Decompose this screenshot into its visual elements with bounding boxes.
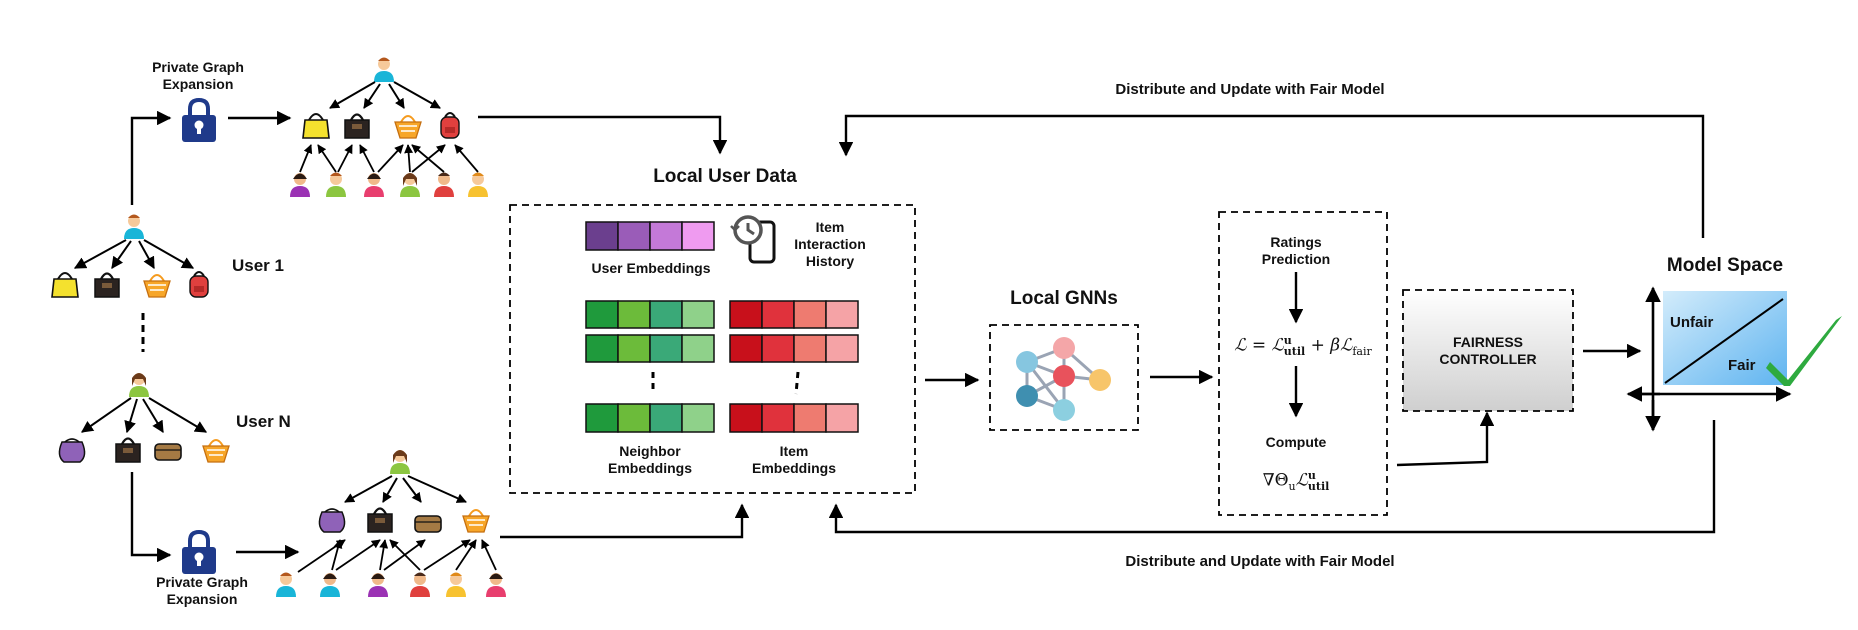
handbag-icon (462, 509, 490, 533)
handbag-icon (343, 113, 371, 140)
compute-label: Compute (1265, 434, 1327, 450)
user-embedding-bar (585, 221, 715, 251)
handbag-icon (202, 439, 230, 463)
user-icon (374, 57, 394, 82)
userN-graph (58, 373, 230, 464)
handbag-icon (414, 515, 442, 533)
handbag-icon (318, 508, 346, 533)
user-icon (124, 214, 144, 239)
userN-label: User N (236, 412, 291, 431)
handbag-icon (58, 438, 86, 463)
handbag-icon (93, 272, 121, 299)
handbag-icon (143, 274, 171, 298)
user-embeddings-label: User Embeddings (591, 260, 711, 276)
user-icon (129, 373, 149, 397)
model-space-title: Model Space (1666, 255, 1784, 276)
user1-graph (51, 214, 209, 299)
distribute-update-bottom-label: Distribute and Update with Fair Model (1125, 553, 1395, 570)
user1-label: User 1 (232, 256, 284, 275)
item-embedding-bars (729, 300, 859, 433)
handbag-icon (366, 507, 394, 534)
handbag-icon (114, 437, 142, 464)
fairness-controller-box (1402, 289, 1574, 412)
handbag-icon (440, 112, 460, 139)
local-gnns-title: Local GNNs (1010, 288, 1118, 309)
handbag-icon (302, 113, 330, 139)
expanded-graph-top (290, 57, 488, 197)
handbag-icon (394, 115, 422, 139)
lock-icon (180, 530, 218, 576)
gnn-graph-icon (1016, 337, 1111, 421)
unfair-label: Unfair (1670, 314, 1714, 331)
local-user-data-title: Local User Data (653, 166, 797, 187)
lock-icon (180, 98, 218, 144)
handbag-icon (189, 271, 209, 298)
model-space-plot (1626, 286, 1842, 432)
fair-label: Fair (1728, 357, 1756, 374)
local-user-data-box (509, 204, 916, 494)
user-icon (390, 450, 410, 474)
expanded-graph-bottom (276, 450, 506, 597)
clock-phone-icon (730, 215, 776, 264)
local-gnn-box (989, 324, 1139, 431)
handbag-icon (51, 272, 79, 298)
neighbor-embedding-bars (585, 300, 715, 433)
handbag-icon (154, 443, 182, 461)
checkmark-icon (1766, 316, 1842, 386)
distribute-update-top-label: Distribute and Update with Fair Model (1115, 81, 1385, 98)
loss-box (1218, 211, 1388, 516)
